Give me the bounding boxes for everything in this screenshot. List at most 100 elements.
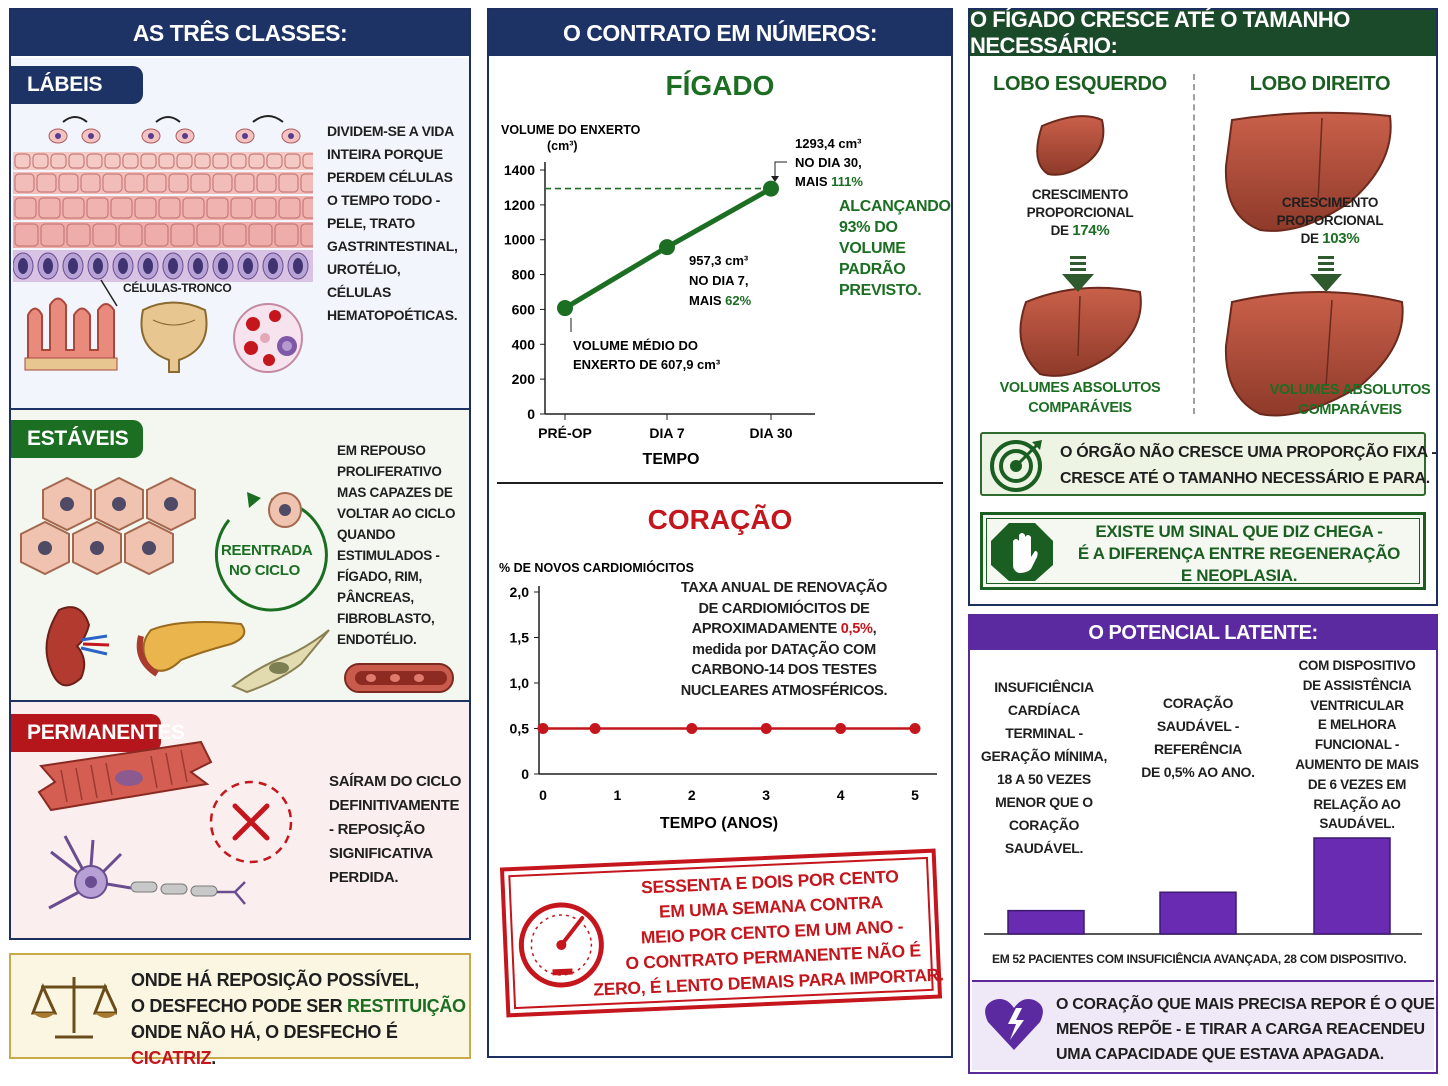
epithelial-cell bbox=[212, 153, 229, 169]
epithelial-cell bbox=[274, 223, 299, 247]
liver-note-line: VOLUME bbox=[839, 240, 906, 257]
target-line: O ÓRGÃO NÃO CRESCE UMA PROPORÇÃO FIXA - bbox=[1060, 444, 1437, 461]
reentry-label-1: REENTRADA bbox=[221, 542, 313, 559]
hepatocytes-icon bbox=[20, 476, 196, 576]
caption-line: CARDÍACA bbox=[1007, 702, 1081, 718]
epithelial-cell bbox=[80, 173, 101, 193]
y-tick-label: 2,0 bbox=[510, 584, 530, 600]
bar bbox=[1159, 891, 1237, 935]
annotation-arrowhead bbox=[771, 176, 779, 182]
stop-line: E NEOPLASIA. bbox=[1180, 566, 1298, 585]
caption-line: 18 A 50 VEZES bbox=[997, 771, 1091, 787]
latent-footnote: EM 52 PACIENTES COM INSUFICIÊNCIA AVANÇA… bbox=[992, 952, 1407, 966]
callout-line-1: ONDE HÁ REPOSIÇÃO POSSÍVEL, bbox=[131, 970, 419, 990]
heart-callout-line: O CORAÇÃO QUE MAIS PRECISA REPOR É O QUE bbox=[1056, 996, 1435, 1013]
target-callout: O ÓRGÃO NÃO CRESCE UMA PROPORÇÃO FIXA - … bbox=[980, 432, 1437, 496]
epithelial-cell bbox=[196, 223, 221, 247]
epithelial-cell bbox=[254, 197, 277, 219]
caption-line: RELAÇÃO AO bbox=[1313, 796, 1401, 812]
target-line: CRESCE ATÉ O TAMANHO NECESSÁRIO E PARA. bbox=[1060, 470, 1430, 487]
stem-cells-label: CÉLULAS-TRONCO bbox=[123, 281, 232, 295]
contract-stamp: SESSENTA E DOIS POR CENTO EM UMA SEMANA … bbox=[499, 848, 944, 1018]
annotation-part: 62% bbox=[725, 293, 751, 308]
epithelial-cell bbox=[266, 153, 283, 169]
epithelial-cell bbox=[300, 223, 313, 247]
column-title: AS TRÊS CLASSES: bbox=[11, 10, 469, 56]
absolute-line: VOLUMES ABSOLUTOS bbox=[1269, 382, 1431, 398]
epithelial-cell bbox=[190, 173, 211, 193]
liver-note: ALCANÇANDO 93% DO VOLUME PADRÃO PREVISTO… bbox=[839, 196, 951, 301]
dividing-cells-icon bbox=[48, 115, 301, 144]
caption-line: AUMENTO DE MAIS bbox=[1295, 756, 1419, 772]
data-point bbox=[589, 723, 601, 734]
annotation: ENXERTO DE 607,9 cm³ bbox=[573, 357, 721, 372]
epithelial-cell bbox=[38, 197, 61, 219]
stop-hand-icon bbox=[991, 523, 1053, 581]
epithelial-cell bbox=[122, 153, 139, 169]
epithelial-cell bbox=[102, 173, 123, 193]
latent-bar-chart bbox=[984, 837, 1422, 935]
y-tick-label: 1000 bbox=[504, 232, 535, 248]
data-point bbox=[763, 180, 779, 197]
caption-line: CORAÇÃO bbox=[1008, 817, 1080, 833]
epithelial-cell bbox=[118, 223, 143, 247]
bar3-caption: COM DISPOSITIVO DE ASSISTÊNCIA VENTRICUL… bbox=[1282, 656, 1432, 834]
bar bbox=[1313, 837, 1391, 935]
annotation-part: 111% bbox=[831, 174, 863, 189]
epithelial-cell bbox=[176, 153, 193, 169]
epithelial-cell bbox=[86, 197, 109, 219]
heart-note-line: DE CARDIOMIÓCITOS DE bbox=[698, 600, 870, 617]
stable-section: ESTÁVEIS bbox=[11, 410, 469, 702]
caption-line: MENOR QUE O bbox=[995, 794, 1093, 810]
latent-potential-panel: O POTENCIAL LATENTE: INSUFICIÊNCIA CARDÍ… bbox=[968, 614, 1438, 1074]
epithelial-cell bbox=[14, 153, 31, 169]
stem-cell-nucleus bbox=[118, 258, 128, 274]
column-title: O FÍGADO CRESCE ATÉ O TAMANHO NECESSÁRIO… bbox=[970, 7, 1436, 58]
permanent-cells-illustration bbox=[37, 740, 293, 910]
fibroblast-icon bbox=[231, 629, 330, 694]
y-axis-label: VOLUME DO ENXERTO bbox=[501, 123, 641, 137]
blood-vessel-icon bbox=[344, 663, 454, 693]
heart-callout-line: MENOS REPÕE - E TIRAR A CARGA REACENDEU bbox=[1056, 1021, 1425, 1038]
heart-note-line: NUCLEARES ATMOSFÉRICOS. bbox=[680, 682, 888, 699]
left-lobe-before-icon bbox=[1036, 115, 1105, 176]
pancreas-icon bbox=[136, 621, 246, 677]
stop-callout: EXISTE UM SINAL QUE DIZ CHEGA - É A DIFE… bbox=[980, 512, 1426, 590]
restitution-callout: ONDE HÁ REPOSIÇÃO POSSÍVEL, O DESFECHO P… bbox=[9, 953, 471, 1068]
epithelial-cell bbox=[68, 153, 85, 169]
epithelial-cell bbox=[230, 197, 253, 219]
x-axis-label: TEMPO bbox=[643, 451, 700, 468]
stem-cell-nucleus bbox=[18, 258, 28, 274]
annotation: NO DIA 7, bbox=[689, 273, 748, 288]
epithelial-cell bbox=[104, 153, 121, 169]
epithelial-cell bbox=[248, 153, 265, 169]
labile-description: DIVIDEM-SE A VIDA INTEIRA PORQUE PERDEM … bbox=[327, 123, 458, 323]
absolute-line: COMPARÁVEIS bbox=[1298, 402, 1402, 418]
caption-line: E MELHORA bbox=[1317, 717, 1397, 733]
x-axis-label: TEMPO (ANOS) bbox=[660, 815, 778, 832]
y-tick-label: 400 bbox=[512, 336, 536, 352]
divider bbox=[497, 482, 943, 484]
permanent-pill: PERMANENTES bbox=[11, 714, 185, 752]
epithelial-cell bbox=[134, 197, 157, 219]
epithelial-cell bbox=[50, 153, 67, 169]
caption-line: FUNCIONAL - bbox=[1314, 737, 1400, 753]
heart-note-line: medida por DATAÇÃO COM bbox=[692, 641, 876, 658]
stem-cell-pointer bbox=[100, 279, 118, 307]
epithelial-cell bbox=[284, 153, 301, 169]
y-tick-label: 600 bbox=[512, 301, 536, 317]
growth-line: DE 103% bbox=[1300, 230, 1360, 247]
epithelial-cell bbox=[124, 173, 145, 193]
broken-heart-icon bbox=[985, 999, 1043, 1050]
epithelial-cell bbox=[302, 153, 313, 169]
epithelial-cell bbox=[222, 223, 247, 247]
heart-callout: O CORAÇÃO QUE MAIS PRECISA REPOR É O QUE… bbox=[972, 980, 1435, 1070]
absolute-line: COMPARÁVEIS bbox=[1028, 400, 1132, 416]
epithelial-cell bbox=[110, 197, 133, 219]
down-arrow-icon bbox=[1062, 256, 1342, 292]
data-point bbox=[686, 723, 698, 734]
bar1-caption: INSUFICIÊNCIA CARDÍACA TERMINAL - GERAÇÃ… bbox=[974, 676, 1114, 860]
bar bbox=[1007, 909, 1085, 935]
y-tick-label: 800 bbox=[512, 267, 536, 283]
epithelial-cell bbox=[234, 173, 255, 193]
